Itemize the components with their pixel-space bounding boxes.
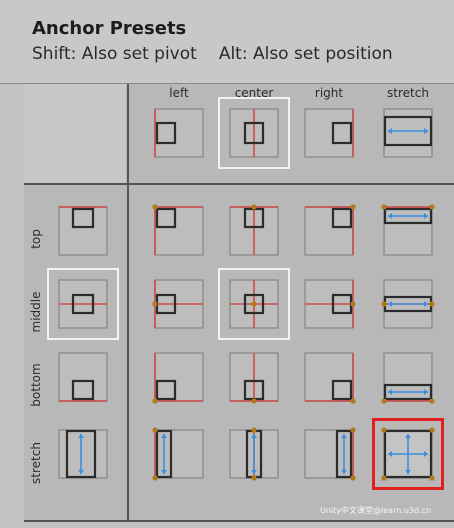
preset-middle-right[interactable] <box>294 269 364 339</box>
preset-stretch-center[interactable] <box>219 419 289 489</box>
preset-top-center-icon <box>229 204 279 256</box>
preset-middle-stretch[interactable] <box>373 269 443 339</box>
preset-middle-row-icon <box>58 279 108 329</box>
preset-bottom-left-icon <box>152 352 204 404</box>
preset-stretch-row-icon <box>58 429 108 479</box>
preset-top-row[interactable] <box>48 196 118 266</box>
preset-middle-center[interactable] <box>218 268 290 340</box>
preset-top-center[interactable] <box>219 196 289 266</box>
preset-middle-right-icon <box>304 279 356 329</box>
preset-stretch-left-icon <box>152 427 204 481</box>
preset-bottom-row[interactable] <box>48 342 118 412</box>
anchor-preset-grid: left center right stretch top middle bot… <box>24 84 454 520</box>
preset-top-right[interactable] <box>294 196 364 266</box>
preset-left-column[interactable] <box>144 98 214 168</box>
grid-bottom-border <box>24 520 454 522</box>
grid-corner <box>24 84 126 183</box>
panel-title: Anchor Presets <box>32 18 187 39</box>
preset-stretch-stretch[interactable] <box>372 418 444 490</box>
preset-stretch-stretch-icon <box>381 427 435 481</box>
watermark: Unity中文课堂@learn.u3d.cn <box>320 506 432 515</box>
preset-bottom-right-icon <box>304 352 356 404</box>
preset-bottom-right[interactable] <box>294 342 364 412</box>
preset-bottom-stretch[interactable] <box>373 342 443 412</box>
preset-stretch-column-icon <box>383 108 433 158</box>
preset-stretch-center-icon <box>229 427 279 481</box>
preset-stretch-right[interactable] <box>294 419 364 489</box>
preset-middle-row[interactable] <box>47 268 119 340</box>
modifier-hints: Shift: Also set pivot Alt: Also set posit… <box>32 44 393 64</box>
preset-middle-stretch-icon <box>381 279 435 329</box>
preset-top-row-icon <box>58 206 108 256</box>
column-header-center: center <box>234 86 274 100</box>
column-header-right: right <box>314 86 344 100</box>
preset-bottom-left[interactable] <box>144 342 214 412</box>
preset-bottom-center[interactable] <box>219 342 289 412</box>
preset-middle-left[interactable] <box>144 269 214 339</box>
preset-stretch-right-icon <box>304 427 356 481</box>
preset-bottom-center-icon <box>229 352 279 404</box>
grid-divider-horizontal <box>24 183 454 185</box>
preset-stretch-row[interactable] <box>48 419 118 489</box>
shift-hint: Shift: Also set pivot <box>32 44 197 64</box>
preset-top-stretch[interactable] <box>373 196 443 266</box>
panel-header: Anchor Presets Shift: Also set pivot Alt:… <box>0 0 454 84</box>
preset-bottom-stretch-icon <box>381 352 435 404</box>
preset-stretch-left[interactable] <box>144 419 214 489</box>
preset-center-column[interactable] <box>218 97 290 169</box>
row-header-top: top <box>29 229 43 249</box>
preset-right-column[interactable] <box>294 98 364 168</box>
alt-hint: Alt: Also set position <box>218 44 393 64</box>
grid-divider-vertical <box>127 84 129 520</box>
column-header-stretch: stretch <box>387 86 429 100</box>
preset-middle-center-icon <box>229 279 279 329</box>
column-header-left: left <box>169 86 189 100</box>
preset-left-column-icon <box>154 108 204 158</box>
row-header-bottom: bottom <box>29 363 43 407</box>
preset-stretch-column[interactable] <box>373 98 443 168</box>
preset-top-right-icon <box>304 204 356 256</box>
preset-right-column-icon <box>304 108 354 158</box>
row-header-stretch: stretch <box>29 442 43 484</box>
preset-center-column-icon <box>229 108 279 158</box>
preset-top-left[interactable] <box>144 196 214 266</box>
preset-top-left-icon <box>152 204 204 256</box>
row-header-middle: middle <box>29 291 43 333</box>
preset-middle-left-icon <box>152 279 204 329</box>
preset-top-stretch-icon <box>381 204 435 256</box>
preset-bottom-row-icon <box>58 352 108 402</box>
